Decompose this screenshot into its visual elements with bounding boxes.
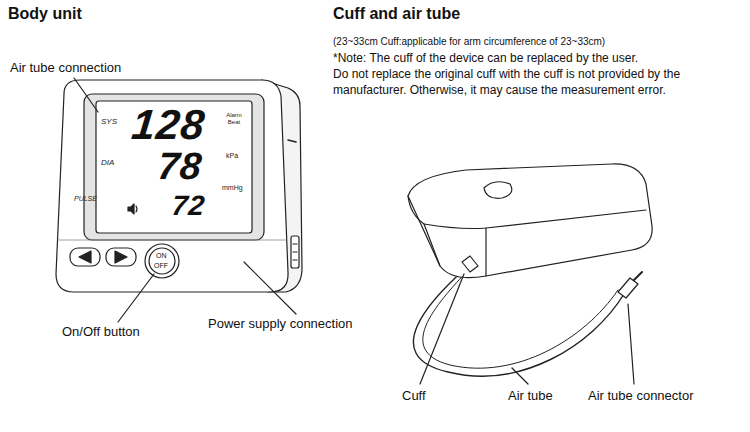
cuff-fold [485,228,486,276]
part-label: Power supply connection [208,316,353,332]
section-heading: Body unit [8,4,82,23]
socket-ribs [293,244,297,260]
onoff-button [149,248,175,274]
lcd-reading: 128 [130,104,207,146]
lcd-reading: 72 [171,192,207,220]
tube-port [288,140,296,142]
air-tube [423,266,618,368]
onoff-ring [145,244,179,278]
leader-line [512,368,528,384]
tube-connector [618,278,638,298]
note-text: Do not replace the original cuff with th… [333,67,745,98]
leader-line [628,304,634,384]
leader-line [74,78,98,112]
lcd-reading: 78 [156,147,204,185]
cuff-band [408,164,652,278]
leader-line [118,274,154,322]
note-text: *Note: The cuff of the device can be rep… [333,51,745,67]
lcd-tag: PULSE [74,195,97,203]
leader-line [420,274,464,384]
tube-entry [462,256,478,272]
lcd-unit: kPa [226,152,238,160]
leader-line [244,262,296,314]
button-text: ON [156,252,167,259]
sound-wave [136,206,137,212]
part-label: Air tube connector [588,388,694,404]
part-label: Air tube [508,388,553,404]
section-heading: Cuff and air tube [333,4,460,23]
right-button [106,248,136,266]
lcd-tag: Alarm Beat [222,112,246,126]
left-button [70,248,100,266]
lcd-unit: mmHg [222,184,243,192]
lcd-screen [96,101,252,233]
sound-icon [128,204,134,214]
lcd-tag: SYS [101,117,117,127]
button-text: OFF [154,262,168,269]
part-label: On/Off button [62,324,140,340]
right-arrow [115,251,127,263]
left-arrow [79,251,91,263]
part-label: Cuff [402,388,426,404]
connector-tip [634,272,642,280]
part-label: Air tube connection [10,60,121,76]
lcd-tag: DIA [101,158,114,168]
panel-edge [58,240,286,241]
cuff-fold [424,210,646,229]
screen-bezel [84,94,264,240]
spec-note: (23~33cm Cuff:applicable for arm circumf… [333,36,605,48]
cuff-tab [484,182,512,199]
power-socket [291,236,299,268]
cuff-edge [408,196,440,266]
unit-front [56,80,288,292]
